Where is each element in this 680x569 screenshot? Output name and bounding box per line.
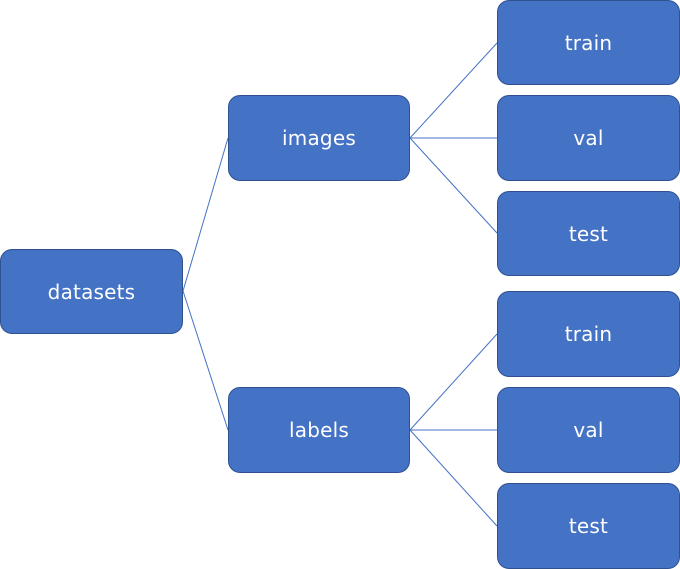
node-label: val [573, 126, 604, 150]
node-label: train [564, 322, 613, 346]
node-images-val: val [497, 95, 680, 181]
node-label: labels [289, 418, 349, 442]
node-images-train: train [497, 0, 680, 85]
connector-root-images [182, 137, 229, 292]
node-label: train [564, 30, 613, 55]
node-labels: labels [228, 387, 410, 473]
connector-root-labels [182, 290, 229, 431]
connector-images-test [409, 137, 498, 234]
node-labels-val: val [497, 387, 680, 473]
node-images-test: test [497, 191, 680, 276]
connector-labels-train [409, 333, 498, 431]
node-label: datasets [47, 279, 136, 304]
connector-images-train [409, 42, 498, 139]
node-label: test [568, 221, 609, 246]
node-datasets: datasets [0, 249, 183, 334]
node-labels-test: test [497, 483, 680, 569]
node-label: test [568, 514, 609, 538]
node-images: images [228, 95, 410, 181]
node-label: val [573, 418, 604, 442]
node-labels-train: train [497, 291, 680, 377]
connector-labels-test [409, 429, 498, 527]
node-label: images [282, 126, 356, 150]
